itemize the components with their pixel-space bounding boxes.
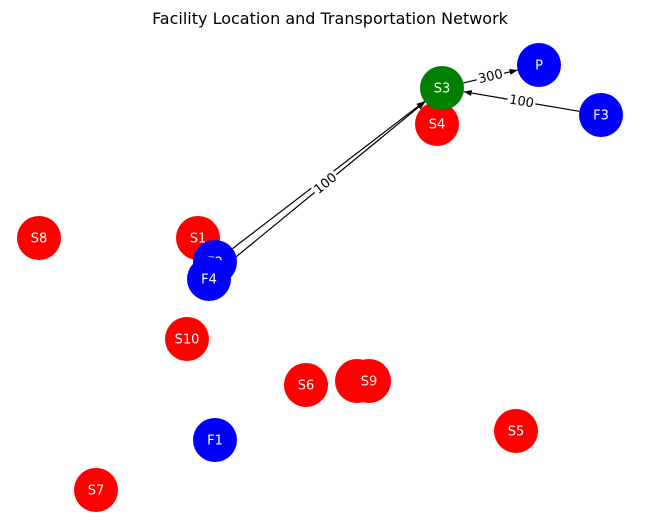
node-label: F3	[593, 109, 609, 124]
node-circle	[579, 93, 623, 137]
node-label: F1	[207, 434, 223, 449]
node-label: S7	[88, 484, 105, 499]
nodes-layer: S7F1S5S6S10S8S2S9S1F2F4S4F3PS3	[17, 43, 623, 512]
edge-label-background	[506, 90, 537, 113]
node-f1: F1	[193, 418, 237, 462]
node-label: F4	[201, 273, 217, 288]
edge-label-group: 100	[308, 167, 343, 200]
edge-label-background	[474, 64, 507, 89]
node-label: S6	[298, 379, 315, 394]
node-label: S3	[434, 82, 451, 97]
node-label: S10	[175, 333, 200, 348]
node-s3: S3	[420, 66, 464, 110]
node-circle	[284, 363, 328, 407]
node-label: P	[535, 59, 543, 74]
node-circle	[74, 468, 118, 512]
node-circle	[165, 317, 209, 361]
node-circle	[517, 43, 561, 87]
node-s10: S10	[165, 317, 209, 361]
node-f3: F3	[579, 93, 623, 137]
node-circle	[494, 409, 538, 453]
node-circle	[193, 418, 237, 462]
node-f4: F4	[187, 257, 231, 301]
node-s4: S4	[415, 102, 459, 146]
node-s9: S9	[347, 359, 391, 403]
node-circle	[17, 216, 61, 260]
node-label: S8	[31, 232, 48, 247]
node-label: S1	[190, 232, 207, 247]
node-circle	[415, 102, 459, 146]
node-label: S9	[361, 375, 378, 390]
diagram-title: Facility Location and Transportation Net…	[152, 9, 509, 28]
edge-label-group: 100	[506, 90, 537, 113]
node-s6: S6	[284, 363, 328, 407]
node-circle	[420, 66, 464, 110]
node-label: S5	[508, 425, 525, 440]
node-circle	[187, 257, 231, 301]
node-p: P	[517, 43, 561, 87]
edge-label-group: 300	[474, 64, 507, 89]
node-s7: S7	[74, 468, 118, 512]
edge-label-background	[308, 167, 343, 200]
node-circle	[347, 359, 391, 403]
edge-label: 100	[508, 93, 535, 112]
node-s8: S8	[17, 216, 61, 260]
node-label: S4	[429, 118, 446, 133]
node-s5: S5	[494, 409, 538, 453]
edge-label: 300	[477, 67, 505, 87]
